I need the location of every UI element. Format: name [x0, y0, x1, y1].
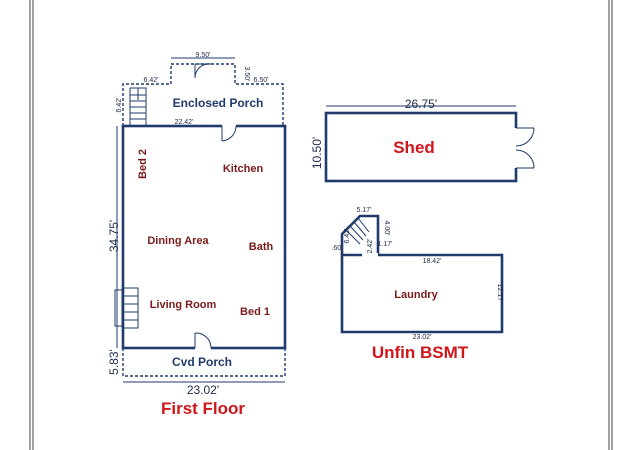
- dim-laundry-top: 18.42': [423, 258, 442, 265]
- basement: 5.17' 4.00' 6.42' .60' 2.42' 1.17' 18.42…: [331, 207, 504, 362]
- dim-shed-width: 26.75': [405, 97, 437, 111]
- front-door-swing: [194, 332, 212, 349]
- kitchen-door-swing: [221, 125, 237, 142]
- dim-house-top: 22.42': [175, 119, 194, 126]
- dim-bsmt-stair-left: 6.42': [344, 229, 351, 244]
- dim-porch-step: 3.50': [243, 67, 250, 82]
- dim-bsmt-stair-right: 4.00': [383, 221, 390, 236]
- room-bed1: Bed 1: [240, 306, 270, 318]
- dim-bsmt-stair-top: 5.17': [357, 207, 372, 214]
- dim-laundry-right: 12.17': [496, 284, 503, 303]
- room-kitchen: Kitchen: [223, 163, 264, 175]
- room-living: Living Room: [150, 299, 217, 311]
- title-shed: Shed: [393, 138, 435, 157]
- room-enclosed-porch: Enclosed Porch: [173, 96, 264, 110]
- room-bath: Bath: [249, 241, 274, 253]
- dim-laundry-bottom: 23.02': [413, 334, 432, 341]
- dim-house-height: 34.75': [107, 220, 121, 252]
- room-bed2: Bed 2: [137, 149, 149, 179]
- enclosed-porch-outline: [122, 63, 284, 126]
- dim-cvd-porch-height: 5.83': [107, 349, 121, 375]
- dim-porch-top: 9.50': [196, 52, 211, 59]
- shed-door-swing-top: [515, 127, 535, 147]
- room-cvd-porch: Cvd Porch: [172, 355, 232, 369]
- room-laundry: Laundry: [394, 289, 438, 301]
- laundry-outline: [340, 253, 504, 334]
- porch-stairs: [129, 87, 147, 127]
- dim-bsmt-117: 1.17': [378, 241, 393, 248]
- dim-porch-side: 6.42': [116, 98, 123, 113]
- bsmt-stair-outline: [340, 214, 380, 255]
- porch-door-swing: [194, 63, 212, 79]
- dim-shed-height: 10.50': [310, 137, 324, 169]
- dim-bsmt-small: .60': [331, 245, 342, 252]
- dim-porch-left: 6.42': [144, 77, 159, 84]
- shed: 26.75' 10.50' Shed: [310, 97, 535, 183]
- title-unfin-bsmt: Unfin BSMT: [372, 343, 469, 362]
- dim-porch-right: 6.50': [254, 77, 269, 84]
- room-dining: Dining Area: [147, 235, 209, 247]
- fireplace-icon: [114, 287, 139, 329]
- dim-house-bottom: 23.02': [187, 383, 219, 397]
- first-floor: 9.50' 6.42' 3.50' 6.50' 6.42' 22.42' Enc…: [107, 52, 287, 418]
- shed-door-swing-bottom: [515, 149, 535, 169]
- dim-bsmt-stair-small: 2.42': [367, 239, 374, 254]
- title-first-floor: First Floor: [161, 399, 245, 418]
- bsmt-stairs: [345, 217, 370, 245]
